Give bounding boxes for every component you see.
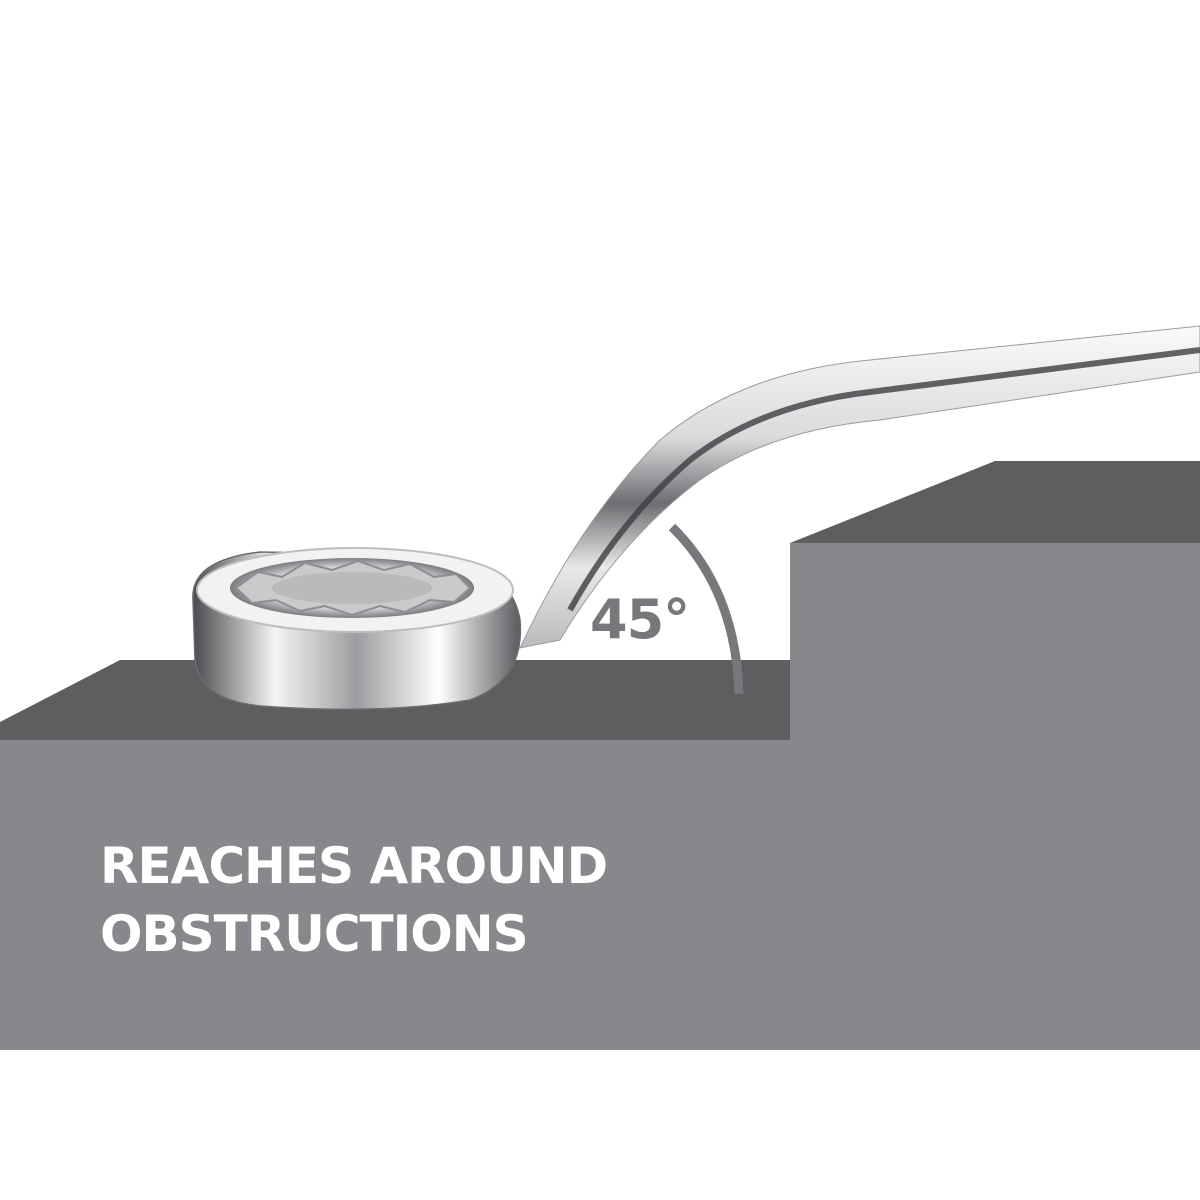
caption-line-1: REACHES AROUND bbox=[100, 837, 608, 895]
wrench-icon bbox=[192, 325, 1200, 711]
work-surface bbox=[0, 461, 1200, 1050]
caption-line-2: OBSTRUCTIONS bbox=[100, 905, 529, 963]
angle-label: 45° bbox=[590, 588, 690, 651]
raised-block-front bbox=[790, 543, 1200, 1050]
angle-arc bbox=[668, 523, 744, 695]
lower-surface-front bbox=[0, 740, 790, 1050]
feature-caption: REACHES AROUND OBSTRUCTIONS bbox=[100, 832, 608, 968]
raised-block-top bbox=[790, 461, 1200, 543]
